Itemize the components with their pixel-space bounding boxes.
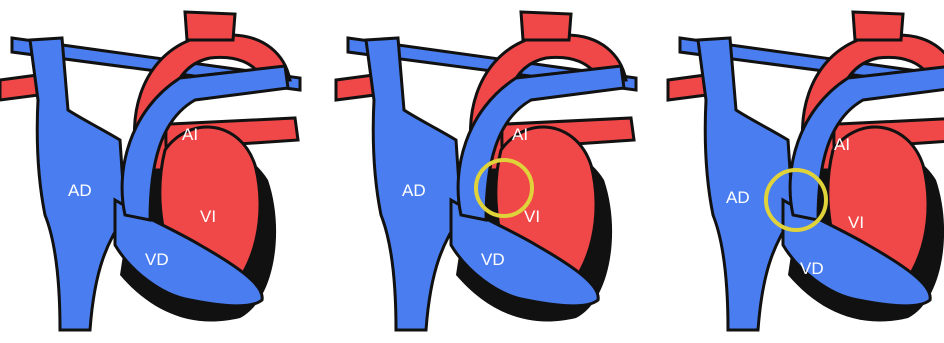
- panel-2: AD AI VI VD: [336, 12, 636, 330]
- label-left-atrium: AI: [512, 125, 528, 144]
- label-right-atrium: AD: [726, 188, 750, 207]
- label-left-atrium: AI: [182, 125, 198, 144]
- label-left-ventricle: VI: [524, 207, 540, 226]
- panel-1: AD AI VI VD: [0, 12, 300, 330]
- label-right-atrium: AD: [402, 181, 426, 200]
- label-left-ventricle: VI: [848, 213, 864, 232]
- label-right-ventricle: VD: [800, 259, 824, 278]
- label-left-atrium: AI: [834, 135, 850, 154]
- panel-3: AD AI VI VD: [668, 12, 944, 330]
- label-right-ventricle: VD: [145, 250, 169, 269]
- label-right-ventricle: VD: [481, 250, 505, 269]
- label-left-ventricle: VI: [200, 207, 216, 226]
- label-right-atrium: AD: [68, 181, 92, 200]
